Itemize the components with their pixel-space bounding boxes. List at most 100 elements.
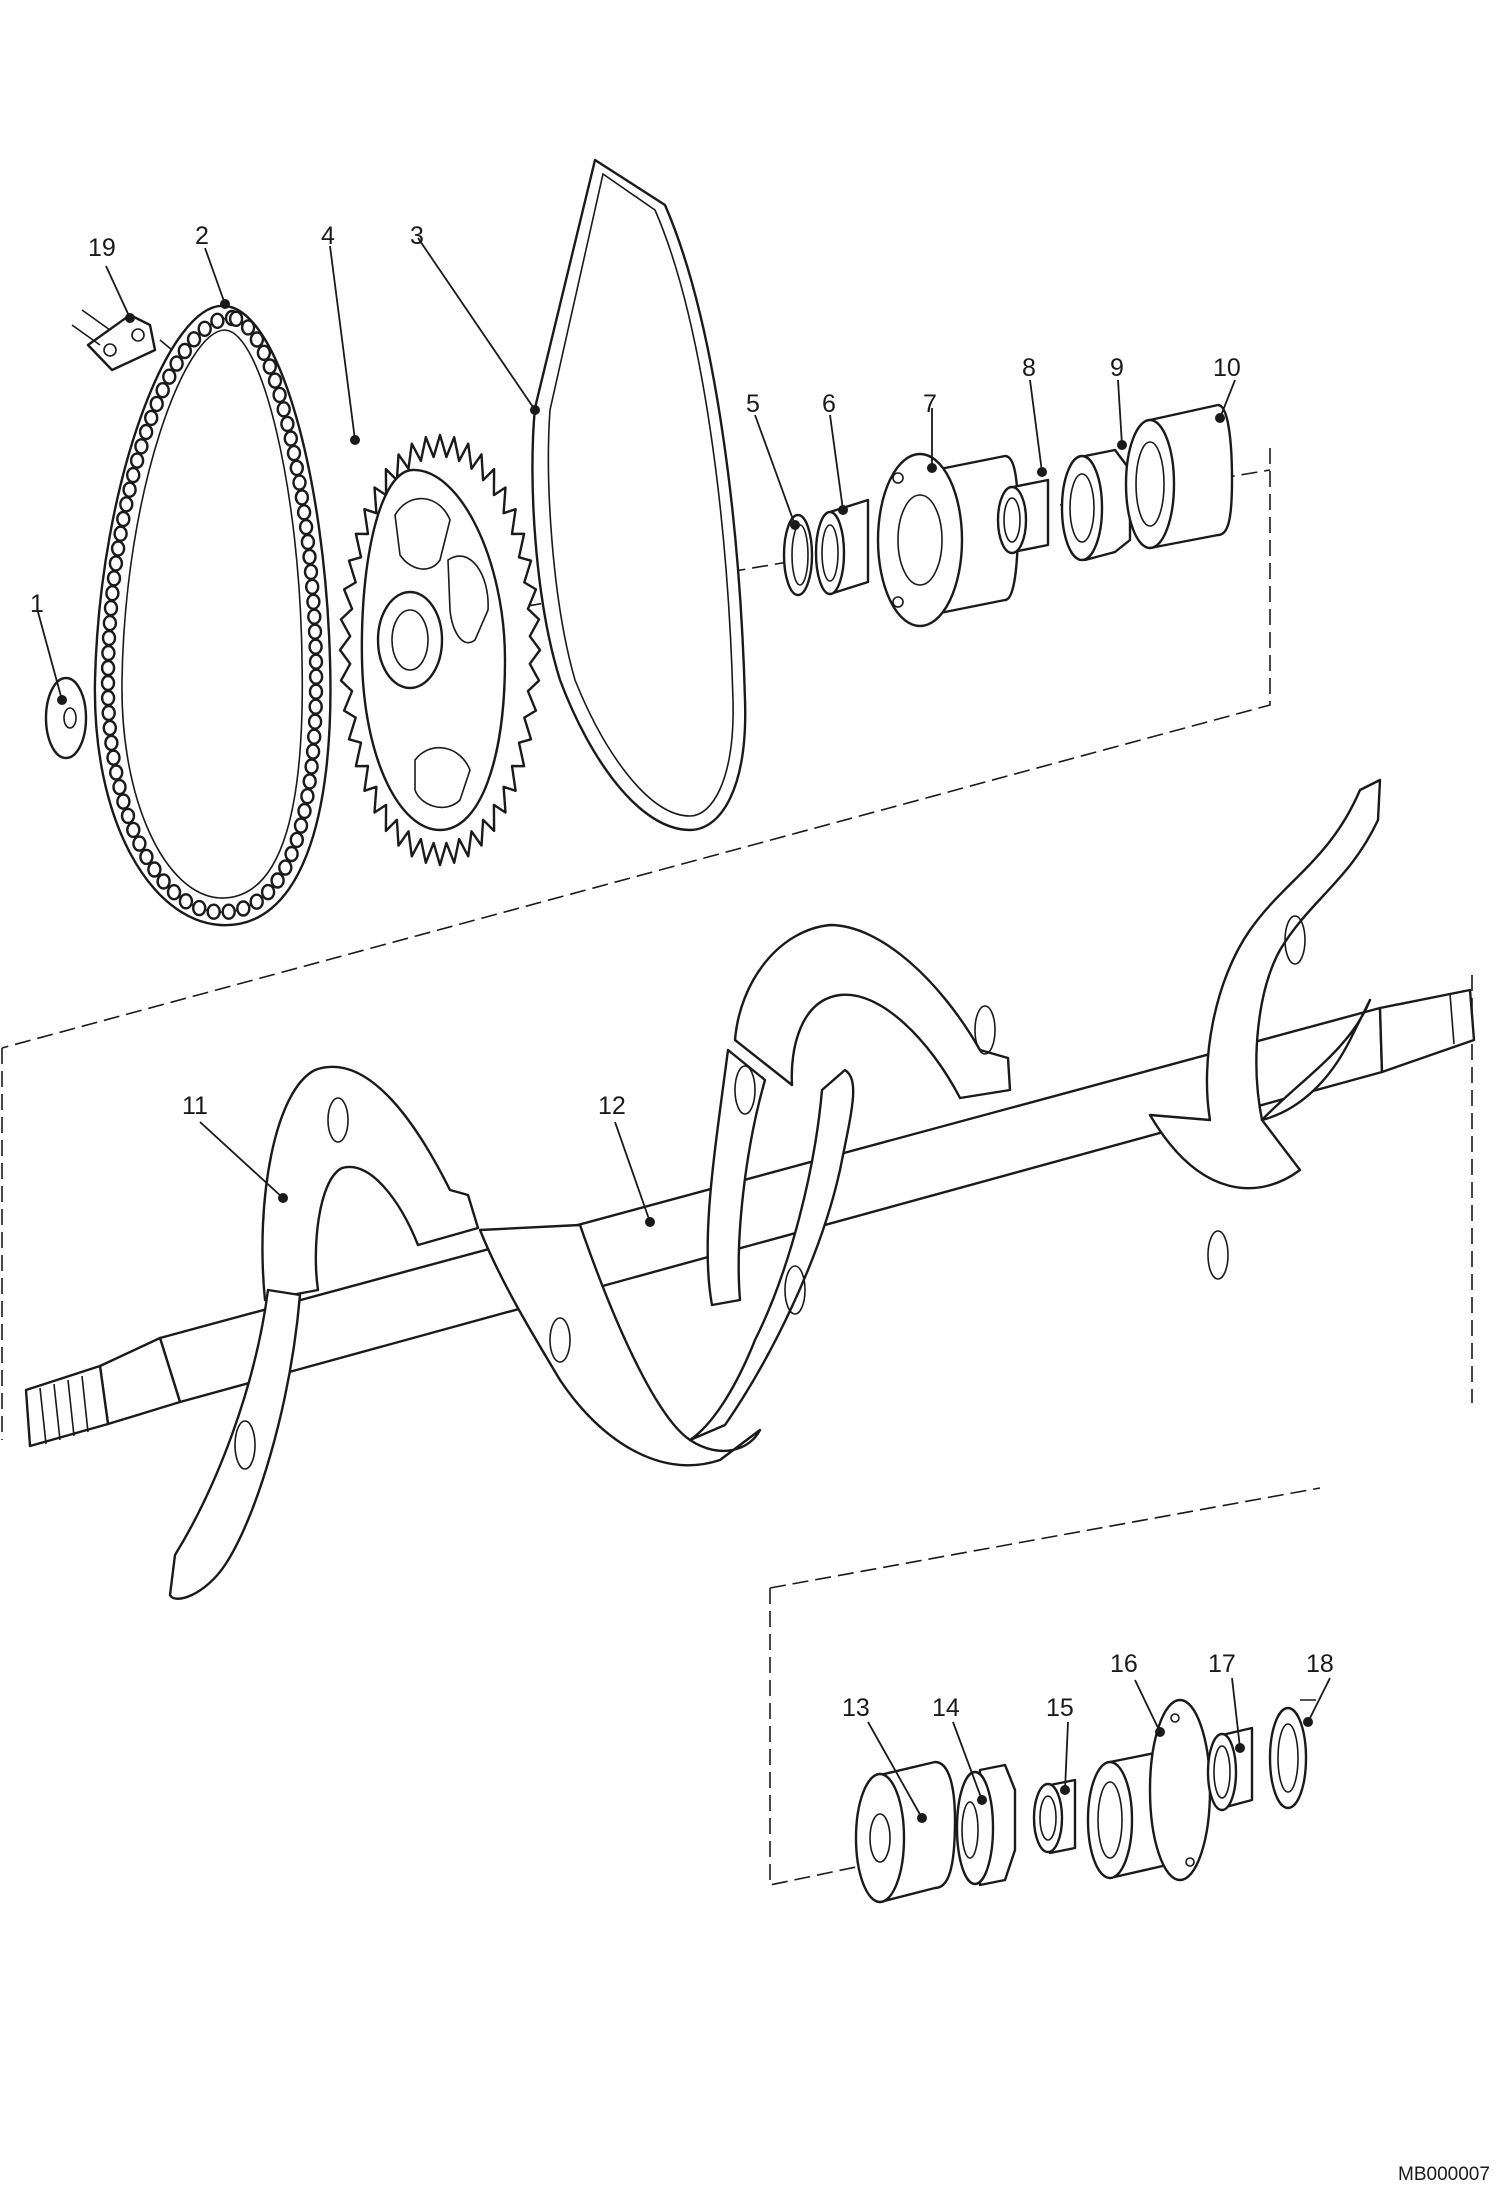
chain-link [308, 653, 324, 670]
auger-shaft-part-12 [24, 988, 1476, 1448]
middle-assembly-outline [1, 975, 1473, 1440]
chain-link [138, 423, 154, 441]
chain-link [103, 599, 119, 617]
chain-link [305, 743, 321, 760]
upper-assembly-outline [1, 448, 1271, 1049]
chain-link [308, 683, 324, 700]
seal-carrier-part-14 [955, 1763, 1017, 1887]
chain-link [116, 510, 131, 528]
chain-link [110, 540, 126, 557]
chain-link [210, 312, 225, 329]
chain-link [147, 861, 162, 878]
chain-link [286, 444, 302, 462]
chain-link [260, 883, 276, 901]
bearing-part-6 [814, 498, 870, 596]
chain-link [267, 372, 283, 389]
chain-link [129, 452, 145, 469]
roller-chain-part-2 [93, 304, 332, 927]
chain-link [102, 719, 118, 737]
chain-link [132, 835, 147, 852]
callout-5: 5 [746, 390, 760, 418]
sprocket-part-4 [338, 433, 542, 867]
chain-links [100, 309, 324, 920]
chain-link [178, 893, 194, 910]
seal-part-15 [1032, 1778, 1077, 1855]
chain-link [105, 585, 120, 602]
chain-link [289, 459, 304, 477]
chain-link [272, 386, 287, 404]
bushing-part-13 [854, 1760, 957, 1904]
chain-link [284, 845, 299, 863]
chain-link [106, 749, 121, 766]
callout-10: 10 [1213, 354, 1241, 382]
chain-link [101, 704, 116, 722]
callout-16: 16 [1110, 1650, 1138, 1678]
chain-link [186, 331, 202, 348]
chain-link [296, 504, 312, 521]
chain-link [100, 674, 116, 692]
chain-link [149, 395, 164, 413]
callout-7: 7 [923, 390, 937, 418]
chain-link [104, 734, 119, 752]
chain-link [298, 518, 314, 536]
snap-ring-part-5 [782, 513, 814, 597]
chain-link [303, 563, 319, 581]
chain-link [262, 358, 277, 375]
chain-link [307, 623, 323, 640]
seal-part-8 [996, 478, 1050, 555]
chain-link [113, 525, 128, 542]
chain-link [112, 778, 127, 796]
chain-link [108, 764, 124, 781]
seal-carrier-part-9 [1060, 448, 1132, 562]
chain-link [289, 831, 304, 849]
chain-link [307, 713, 323, 730]
callout-9: 9 [1110, 354, 1124, 382]
chain-link [278, 859, 293, 876]
gasket-part-3 [531, 158, 747, 832]
chain-link [139, 848, 154, 866]
chain-link [100, 659, 116, 677]
chain-link [122, 481, 137, 498]
chain-link [294, 489, 310, 506]
callout-4: 4 [321, 222, 335, 250]
chain-link [155, 382, 170, 399]
chain-link [191, 899, 207, 917]
chain-link [228, 310, 244, 327]
bushing-part-10 [1124, 403, 1234, 550]
callout-18: 18 [1306, 1650, 1334, 1678]
callout-19: 19 [88, 234, 116, 262]
connecting-link-part-19 [71, 309, 173, 372]
chain-link [106, 570, 122, 587]
chain-link [308, 698, 323, 715]
chain-link [116, 793, 131, 810]
chain-link [256, 344, 272, 361]
chain-link [156, 873, 171, 890]
chain-link [166, 884, 182, 901]
chain-link [126, 821, 141, 839]
chain-link [162, 368, 177, 385]
chain-link [169, 355, 184, 372]
callout-11: 11 [182, 1092, 208, 1120]
chain-link [300, 788, 315, 805]
chain-link [307, 608, 322, 625]
chain-link [305, 578, 320, 595]
chain-link [101, 629, 117, 647]
chain-link [143, 409, 159, 427]
chain-link [306, 593, 321, 610]
auger-flighting-part-11 [168, 778, 1382, 1600]
washer-part-1 [44, 676, 88, 760]
chain-link [304, 758, 319, 775]
chain-link [134, 438, 149, 455]
chain-link [120, 807, 136, 825]
chain-link [293, 817, 309, 834]
chain-link [292, 474, 307, 491]
chain-link [307, 728, 322, 745]
callout-6: 6 [822, 390, 836, 418]
seal-ring-part-18 [1268, 1706, 1308, 1810]
chain-link [177, 342, 193, 360]
chain-link [302, 773, 317, 790]
callout-2: 2 [195, 222, 209, 250]
chain-link [308, 638, 323, 655]
chain-link [236, 900, 251, 917]
